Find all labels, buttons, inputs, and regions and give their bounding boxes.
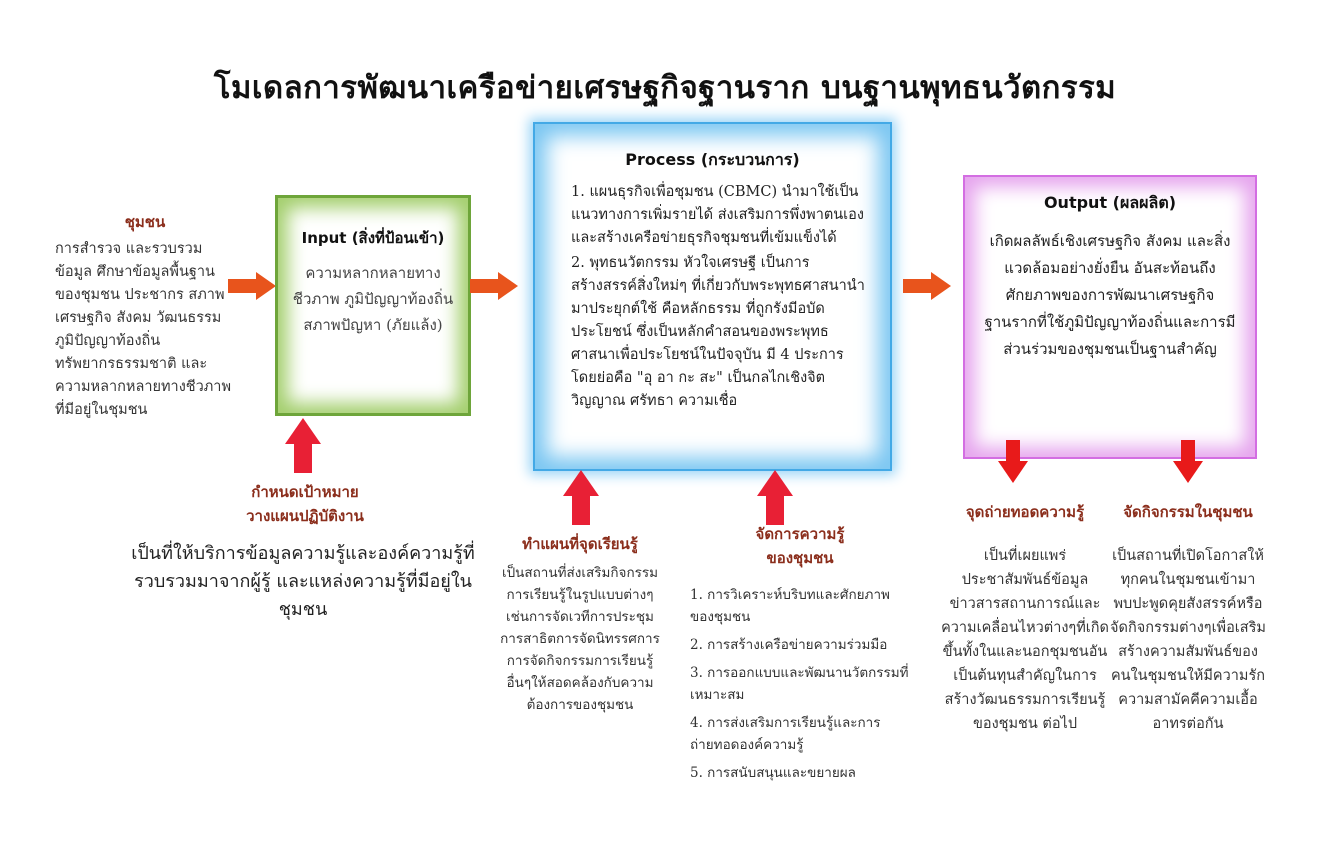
arrow-up-icon: [285, 418, 321, 474]
process-box: Process (กระบวนการ) 1. แผนธุรกิจเพื่อชุม…: [533, 122, 892, 471]
arrow-right-icon: [470, 272, 520, 300]
knowledge-mgmt-heading-line1: จัดการความรู้: [755, 525, 845, 543]
transfer-point-block: จุดถ่ายทอดความรู้ เป็นที่เผยแพร่ ประชาสั…: [940, 500, 1110, 736]
output-text: เกิดผลลัพธ์เชิงเศรษฐกิจ สังคม และสิ่งแวด…: [984, 232, 1236, 358]
community-activities-text: เป็นสถานที่เปิดโอกาสให้ทุกคนในชุมชนเข้าม…: [1110, 548, 1266, 732]
knowledge-item-5: 5. การสนับสนุนและขยายผล: [690, 765, 856, 781]
community-block: ชุมชน การสำรวจ และรวบรวมข้อมูล ศึกษาข้อม…: [55, 210, 235, 422]
arrow-up-icon: [757, 470, 793, 526]
transfer-point-text: เป็นที่เผยแพร่ ประชาสัมพันธ์ข้อมูลข่าวสา…: [941, 548, 1109, 732]
learning-point-block: ทำแผนที่จุดเรียนรู้ เป็นสถานที่ส่งเสริมก…: [495, 532, 665, 716]
process-item-2: 2. พุทธนวัตกรรม หัวใจเศรษฐี เป็นการสร้าง…: [571, 255, 865, 409]
knowledge-item-3: 3. การออกแบบและพัฒนานวัตกรรมที่เหมาะสม: [690, 665, 909, 703]
output-box: Output (ผลผลิต) เกิดผลลัพธ์เชิงเศรษฐกิจ …: [963, 175, 1257, 459]
arrow-right-icon: [903, 272, 953, 300]
arrow-right-icon: [228, 272, 278, 300]
transfer-point-heading: จุดถ่ายทอดความรู้: [965, 503, 1085, 521]
community-activities-block: จัดกิจกรรมในชุมชน เป็นสถานที่เปิดโอกาสให…: [1108, 500, 1268, 736]
output-heading: Output (ผลผลิต): [1043, 193, 1177, 212]
target-heading: กำหนดเป้าหมาย วางแผนปฏิบัติงาน: [200, 480, 410, 528]
knowledge-mgmt-list: 1. การวิเคราะห์บริบทและศักยภาพของชุมชน 2…: [690, 584, 910, 784]
knowledge-mgmt-heading-line2: ของชุมชน: [766, 549, 834, 567]
target-text: เป็นที่ให้บริการข้อมูลความรู้และองค์ความ…: [131, 543, 475, 620]
target-heading-line1: กำหนดเป้าหมาย: [251, 483, 359, 501]
knowledge-item-4: 4. การส่งเสริมการเรียนรู้และการถ่ายทอดอง…: [690, 715, 881, 753]
arrow-up-icon: [563, 470, 599, 526]
arrow-down-icon: [998, 440, 1028, 484]
input-text: ความหลากหลายทางชีวภาพ ภูมิปัญญาท้องถิ่น …: [292, 264, 454, 334]
process-heading: Process (กระบวนการ): [625, 150, 800, 169]
learning-point-text: เป็นสถานที่ส่งเสริมกิจกรรมการเรียนรู้ในร…: [500, 565, 660, 713]
community-heading: ชุมชน: [124, 213, 166, 231]
arrow-down-icon: [1173, 440, 1203, 484]
target-heading-line2: วางแผนปฏิบัติงาน: [246, 507, 364, 525]
process-item-1: 1. แผนธุรกิจเพื่อชุมชน (CBMC) นำมาใช้เป็…: [571, 184, 864, 246]
knowledge-mgmt-block: จัดการความรู้ ของชุมชน 1. การวิเคราะห์บร…: [690, 522, 910, 784]
learning-point-heading: ทำแผนที่จุดเรียนรู้: [522, 535, 638, 553]
process-list: 1. แผนธุรกิจเพื่อชุมชน (CBMC) นำมาใช้เป็…: [571, 181, 868, 413]
input-box: Input (สิ่งที่ป้อนเข้า) ความหลากหลายทางช…: [275, 195, 471, 416]
community-activities-heading: จัดกิจกรรมในชุมชน: [1123, 503, 1253, 521]
knowledge-item-2: 2. การสร้างเครือข่ายความร่วมมือ: [690, 637, 888, 653]
input-heading: Input (สิ่งที่ป้อนเข้า): [301, 229, 445, 247]
knowledge-item-1: 1. การวิเคราะห์บริบทและศักยภาพของชุมชน: [690, 587, 890, 625]
community-text: การสำรวจ และรวบรวมข้อมูล ศึกษาข้อมูลพื้น…: [55, 241, 232, 418]
page-title: โมเดลการพัฒนาเครือข่ายเศรษฐกิจฐานราก บนฐ…: [213, 70, 1117, 106]
